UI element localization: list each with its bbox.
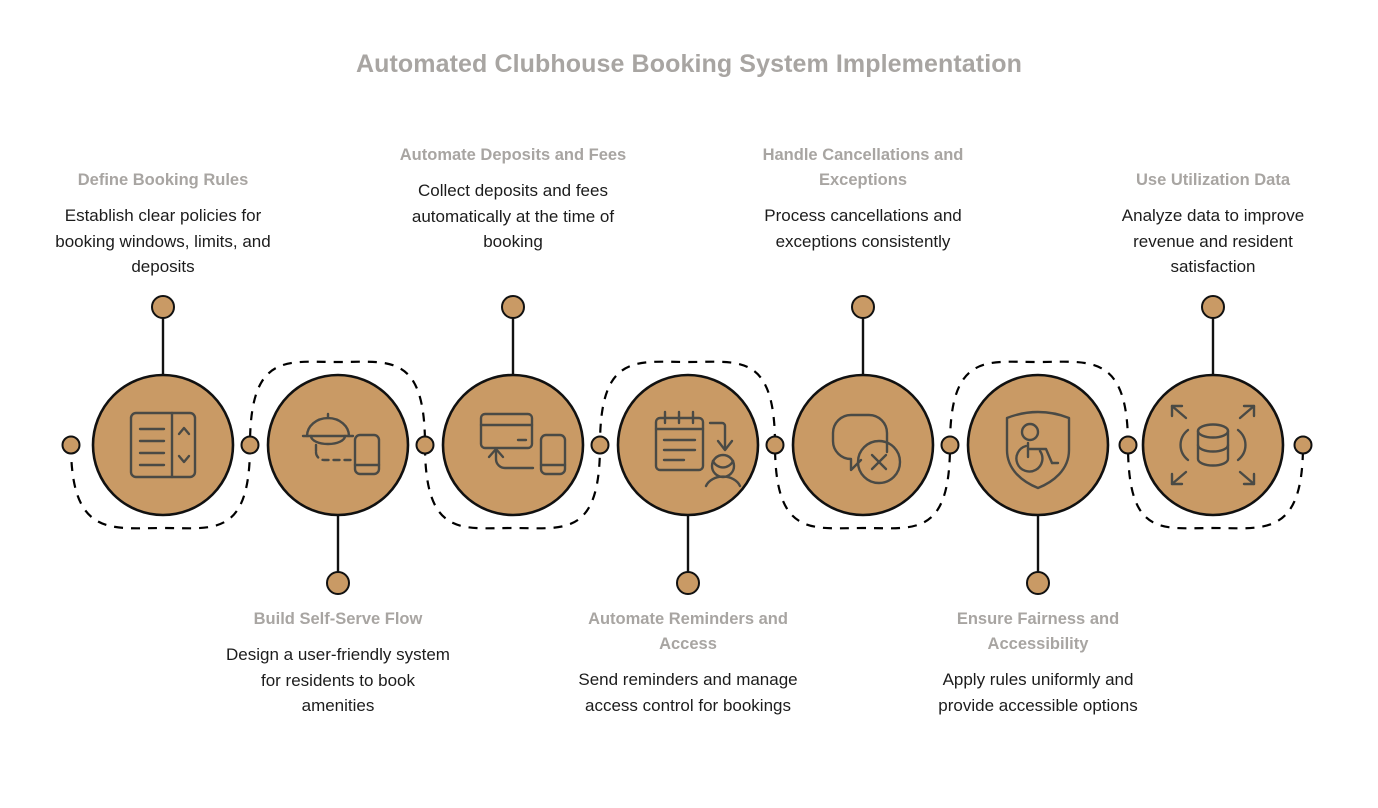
step-description-4: Send reminders and manage access control… <box>578 670 798 715</box>
step-description-5: Process cancellations and exceptions con… <box>764 206 962 251</box>
step-heading-5: Handle Cancellations and Exceptions <box>762 146 964 189</box>
step-heading-1: Define Booking Rules <box>77 171 249 189</box>
step-node-1[interactable] <box>91 373 235 517</box>
step-node-5[interactable] <box>791 373 935 517</box>
step-description-6: Apply rules uniformly and provide access… <box>938 670 1138 715</box>
step-description-3: Collect deposits and fees automatically … <box>411 181 615 251</box>
database-expand-arrows-icon <box>1170 404 1256 486</box>
step-description-2: Design a user-friendly system for reside… <box>226 645 450 715</box>
label-stems <box>151 295 1225 595</box>
step-label-3: Automate Deposits and Fees Collect depos… <box>398 143 628 255</box>
step-label-7: Use Utilization Data Analyze data to imp… <box>1098 168 1328 280</box>
step-heading-6: Ensure Fairness and Accessibility <box>956 610 1120 653</box>
speech-bubble-cancel-icon <box>831 413 902 485</box>
step-node-4[interactable] <box>616 373 760 517</box>
shield-accessibility-icon <box>1005 410 1071 490</box>
connector-node-dots <box>61 435 1313 455</box>
dashed-serpentine-path <box>69 360 1305 530</box>
step-label-2: Build Self-Serve Flow Design a user-frie… <box>223 607 453 719</box>
credit-card-mobile-payment-icon <box>479 412 567 476</box>
step-node-2[interactable] <box>266 373 410 517</box>
step-heading-2: Build Self-Serve Flow <box>253 610 423 628</box>
step-label-1: Define Booking Rules Establish clear pol… <box>48 168 278 280</box>
step-node-7[interactable] <box>1141 373 1285 517</box>
step-label-5: Handle Cancellations and Exceptions Proc… <box>748 143 978 254</box>
notepad-reminder-person-icon <box>654 410 742 488</box>
step-heading-7: Use Utilization Data <box>1135 171 1291 189</box>
step-node-6[interactable] <box>966 373 1110 517</box>
step-node-3[interactable] <box>441 373 585 517</box>
page-title: Automated Clubhouse Booking System Imple… <box>355 50 1023 78</box>
step-heading-3: Automate Deposits and Fees <box>399 146 627 164</box>
step-heading-4: Automate Reminders and Access <box>588 610 788 653</box>
step-label-4: Automate Reminders and Access Send remin… <box>573 607 803 718</box>
step-label-6: Ensure Fairness and Accessibility Apply … <box>923 607 1153 718</box>
step-description-7: Analyze data to improve revenue and resi… <box>1121 206 1305 276</box>
step-description-1: Establish clear policies for booking win… <box>55 206 271 276</box>
rules-panel-icon <box>129 411 197 479</box>
service-dome-device-icon <box>301 412 381 476</box>
